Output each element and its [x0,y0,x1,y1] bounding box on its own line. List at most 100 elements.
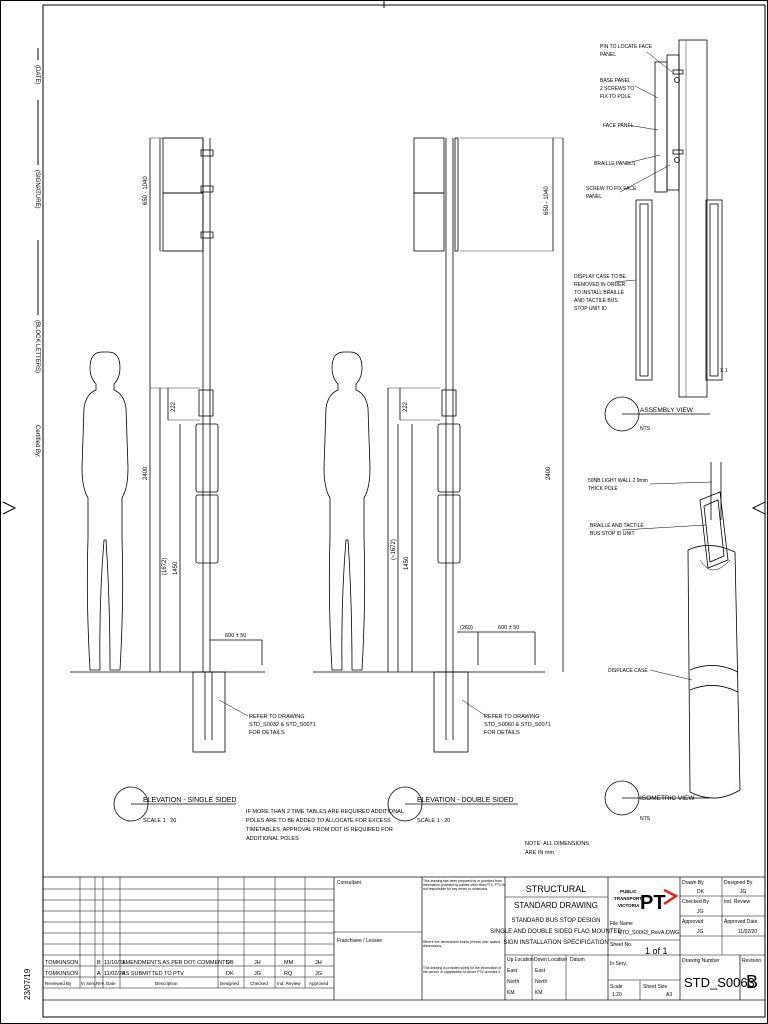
double-refer-2: STD_S0060 & STD_S0071 [484,722,551,728]
double-dim-600: 600 ± 50 [498,625,519,631]
assembly-display-4: AND TACTILE BUS [574,298,618,304]
logo-line-1: PUBLIC [620,889,638,894]
down-north: North [535,979,547,985]
isometric-view [604,462,741,816]
title-block [42,876,766,1001]
single-refer-3: FOR DETAILS [249,730,285,736]
double-dim-total: 2400 [546,466,552,480]
ind-review-label: Ind. Review [724,899,751,905]
date-stamp: 23/07/19 [23,968,32,1000]
person-silhouette-single [81,351,129,671]
up-km: KM [507,990,515,996]
drawn-by-label: Drawn By [682,880,704,886]
rev-a-approved: JG [315,971,322,977]
header-approved: Approved [309,981,329,986]
assembly-face-panel: FACE PANEL [603,123,634,129]
assembly-base-3: FIX TO POLE [600,94,631,100]
double-refer-3: FOR DETAILS [484,730,520,736]
note-dimensions-2: ARE IN mm [525,850,554,856]
up-north: North [507,979,519,985]
assembly-pin-2: PANEL [600,52,616,58]
double-dim-1450: 1450 [404,556,410,570]
note-additional-1: IF MORE THAN 2 TIME TABLES ARE REQUIRED … [246,809,404,815]
sheet-size-label: Sheet Size [643,984,667,990]
note-dimensions-1: NOTE: ALL DIMENSIONS [525,841,589,847]
logo-arrow-icon [663,888,679,906]
single-dim-1450: 1450 [173,561,179,575]
franchisee-label: Franchisee / Lessee [337,938,382,944]
header-date: Date [106,981,116,986]
design-line-3: SIGN INSTALLATION SPECIFICATION [503,940,608,946]
approved-date-label: Approved Date [724,919,758,925]
structural-label: STRUCTURAL [526,884,587,894]
note-additional-2: POLES ARE TO BE ADDED TO ALLOCATE FOR EX… [246,818,391,824]
single-dim-total: 2400 [143,466,149,480]
assembly-display-1: DISPLAY CASE TO BE [574,274,627,280]
assembly-base-1: BASE PANEL [600,78,631,84]
iso-display-case: DISPLACE CASE [608,668,648,674]
iso-title: ISOMETRIC VIEW [640,795,695,802]
rev-a-reviewed-by: TOMKINSON [45,971,78,977]
file-name-label: File Name [610,921,633,927]
title-block-fields: File Name STD_S0063_RevA.DWG Sheet No. 1… [610,880,761,998]
elevation-double-text: 2400 650 - 1040 222 (~1672) 1450 (260) 6… [391,186,552,736]
iso-braille-2: BUS STOP ID UNIT [590,531,635,537]
rev-a-designed: DK [226,971,234,977]
general-notes: IF MORE THAN 2 TIME TABLES ARE REQUIRED … [246,809,589,856]
assembly-title: ASSEMBLY VIEW [640,407,694,414]
design-line-2: SINGLE AND DOUBLE SIDED FLAG MOUNTED [490,929,622,935]
rev-a-checked: JG [254,971,261,977]
disclaimer-b: Where the dimensions below prevail over … [423,940,501,949]
double-view-label: ELEVATION - DOUBLE SIDED SCALE 1 : 20 [387,786,518,824]
header-rev: Rev. [96,981,105,986]
assembly-nts: NTS [640,426,651,432]
scale-value: 1:20 [612,992,622,998]
assembly-display-2: REMOVED IN ORDER [574,282,626,288]
down-location-label: Down Location [534,957,567,963]
iso-pole-1: 50NB LIGHT WALL 2.9mm [588,478,648,484]
assembly-braille-panels: BRAILLE PANELS [594,161,636,167]
rev-a-date: 11/02/20 [104,971,125,977]
rev-b-approved: JH [315,960,322,966]
header-ind-review: Ind. Review [277,981,301,986]
assembly-pin-1: PIN TO LOCATE FACE [600,44,653,50]
title-block-text: Consultant Franchisee / Lessee This draw… [337,879,623,996]
checked-by-label: Checked By [682,899,709,905]
certified-by-label: Certified By: [34,425,40,458]
note-additional-3: TIMETABLES. APPROVAL FROM DOT IS REQUIRE… [246,827,393,833]
header-designed: Designed [220,981,240,986]
isometric-view-text: 50NB LIGHT WALL 2.9mm THICK POLE BRAILLE… [588,478,695,822]
designed-by-value: JG [740,889,747,895]
note-additional-4: ADDITIONAL POLES [246,836,299,842]
double-dim-1672: (~1672) [391,539,397,560]
ptv-logo: PUBLIC TRANSPORT VICTORIA PT [614,888,679,914]
single-refer-1: REFER TO DRAWING [249,714,305,720]
revision-table-text: TOMKINSON B 11/10/21 AMENDMENTS AS PER D… [45,960,329,986]
iso-braille-1: BRAILLE AND TACTILE [590,523,644,529]
rev-b-date: 11/10/21 [104,960,125,966]
revision-value: B [746,972,758,992]
sheet-no-value: 1 of 1 [645,946,668,956]
drawing-number-label: Drawing Number [682,958,720,964]
signature-label: (SIGNATURE) [34,170,40,209]
disclaimer-a: This drawing has been prepared by or pro… [423,879,505,891]
single-dim-222: 222 [171,401,177,412]
up-east: East [507,968,518,974]
single-view-title: ELEVATION - SINGLE SIDED [143,797,237,804]
person-silhouette-double [323,351,371,671]
header-reviewed-by: Reviewed By [45,981,72,986]
file-name-value: STD_S0063_RevA.DWG [618,930,679,936]
logo-mark: PT [640,892,666,914]
rev-a-description: AS SUBMITTED TO PTV [122,971,184,977]
iso-nts: NTS [640,816,651,822]
approved-value: JG [697,929,704,935]
scale-label: Scale [610,984,623,990]
single-view-label: ELEVATION - SINGLE SIDED SCALE 1 : 20 [113,786,237,824]
datum-label: Datum [570,957,585,963]
drawing-frame [42,4,766,1018]
iso-pole-2: THICK POLE [588,486,618,492]
assembly-display-3: TO INSTALL BRAILLE [574,290,625,296]
approved-label: Approved [682,919,704,925]
